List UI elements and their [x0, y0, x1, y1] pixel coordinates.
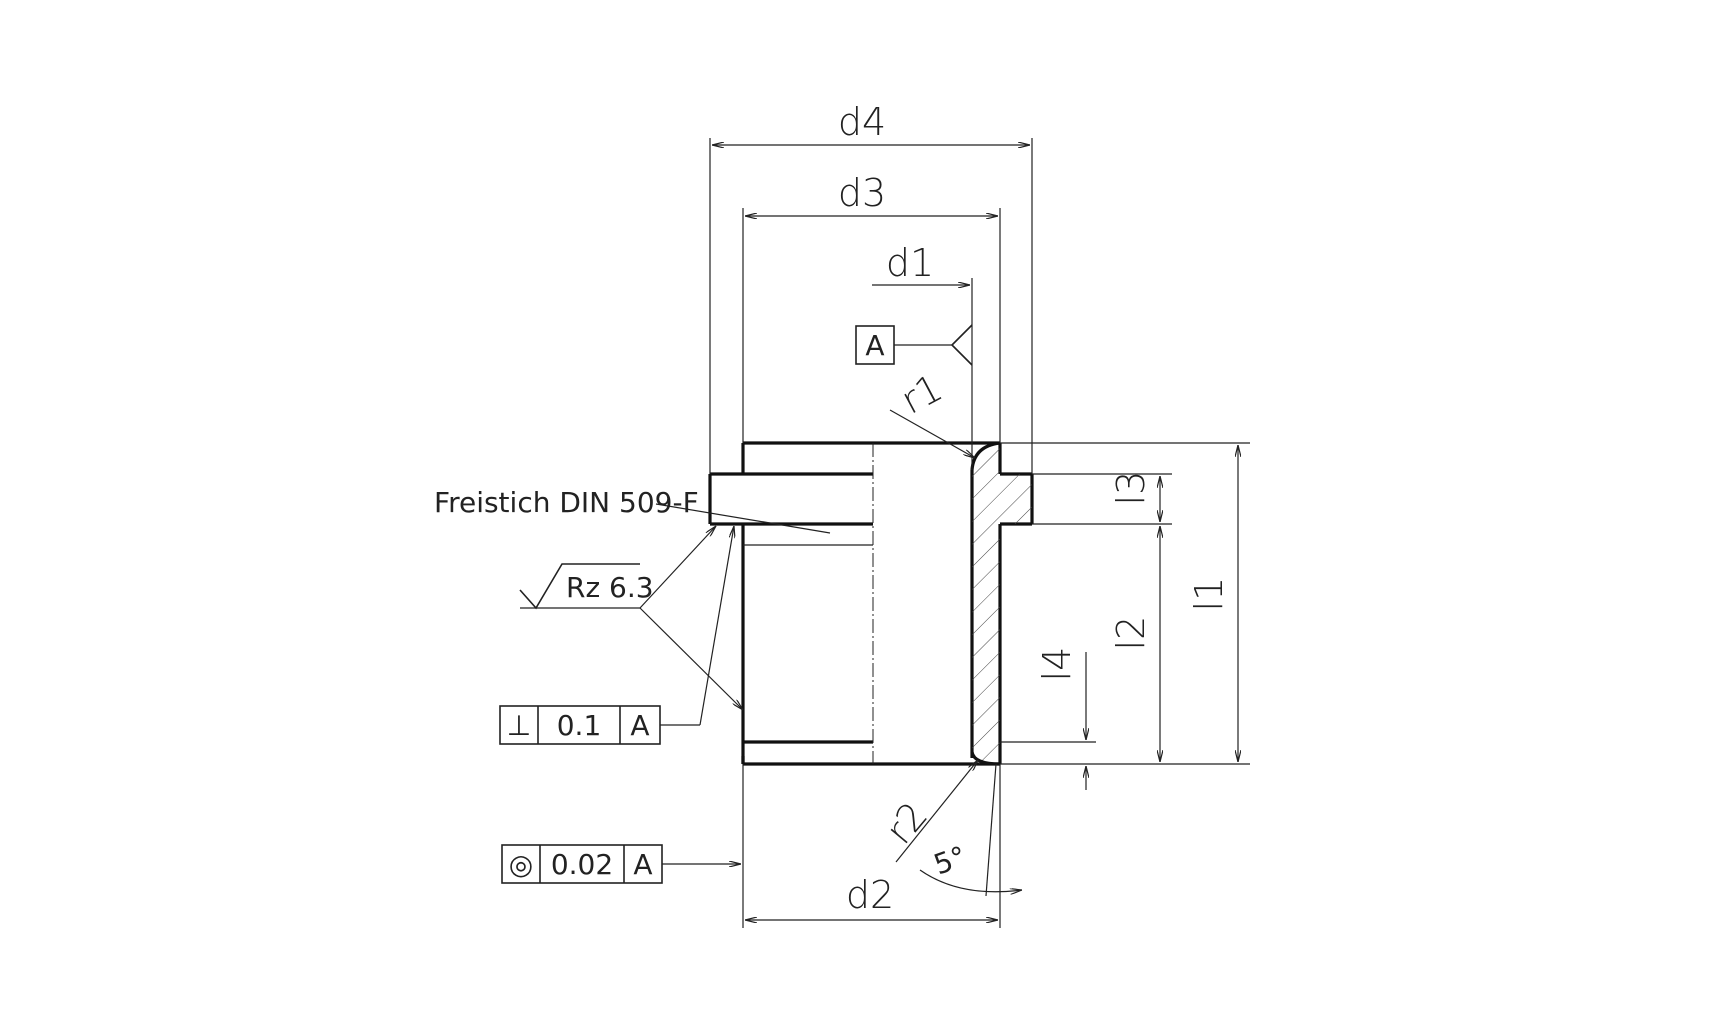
section-hatch	[972, 443, 1032, 764]
dimension-l3: l3	[1109, 471, 1160, 522]
perpendicularity-datum: A	[630, 709, 649, 742]
extension-lines-right	[1000, 442, 1250, 765]
dimension-d3: d3	[742, 171, 1001, 443]
dimension-d1: d1	[872, 241, 973, 470]
dimension-d4: d4	[709, 100, 1033, 474]
l2-label: l2	[1109, 616, 1153, 651]
datum-a-label: A	[865, 329, 884, 362]
perpendicularity-value: 0.1	[557, 709, 602, 742]
perpendicularity-frame: ⊥ 0.1 A	[499, 526, 734, 745]
dimension-l4: l4	[1035, 647, 1086, 790]
dimension-l1: l1	[1187, 445, 1238, 762]
r2-callout: r2	[877, 760, 978, 863]
surface-finish: Rz 6.3	[519, 526, 743, 710]
concentricity-frame: ◎ 0.02 A	[501, 844, 741, 884]
concentricity-datum: A	[633, 848, 652, 881]
dimension-l2: l2	[1109, 526, 1160, 762]
r2-fillet	[970, 751, 1001, 766]
d4-label: d4	[838, 100, 886, 144]
r1-label: r1	[894, 365, 950, 423]
perpendicularity-symbol: ⊥	[507, 709, 531, 742]
l4-label: l4	[1035, 647, 1079, 682]
surface-finish-label: Rz 6.3	[566, 571, 654, 604]
l1-label: l1	[1187, 577, 1231, 612]
r2-label: r2	[877, 794, 936, 853]
undercut-callout: Freistich DIN 509-F	[434, 486, 831, 534]
concentricity-symbol: ◎	[509, 848, 533, 881]
undercut-note: Freistich DIN 509-F	[434, 486, 699, 519]
d2-label: d2	[846, 873, 894, 917]
angle-label: 5°	[929, 840, 970, 882]
dimension-d2: d2	[742, 764, 1001, 928]
l3-label: l3	[1109, 471, 1153, 506]
d1-label: d1	[886, 241, 934, 285]
concentricity-value: 0.02	[551, 848, 613, 881]
d3-label: d3	[838, 171, 886, 215]
datum-a: A	[855, 324, 973, 366]
angle-5deg: 5°	[919, 763, 1022, 897]
